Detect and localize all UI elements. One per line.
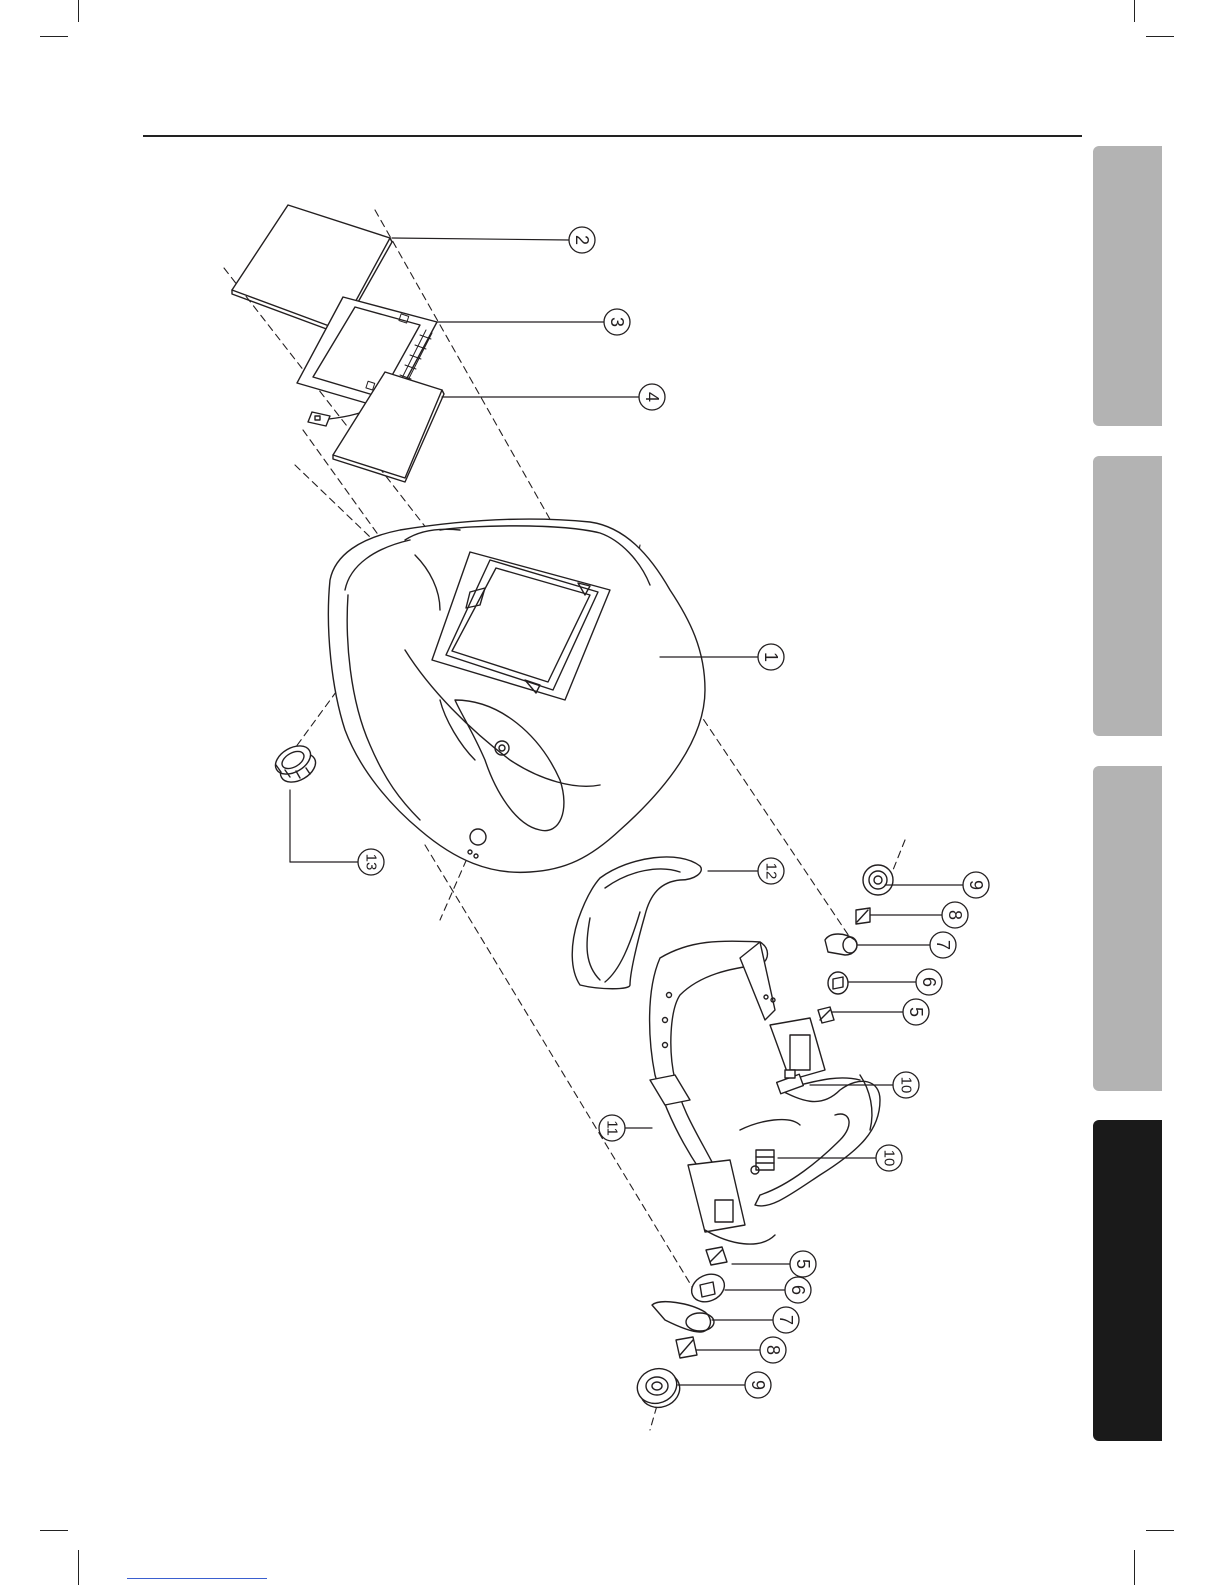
callout-2: 2 <box>572 235 592 245</box>
left-knob-stack <box>632 1247 729 1413</box>
helmet-shell-part <box>328 519 705 872</box>
right-knob-stack <box>818 865 893 1023</box>
callout-4: 4 <box>642 392 662 402</box>
callout-5a: 5 <box>906 1007 926 1017</box>
callout-6a: 6 <box>919 977 939 987</box>
callout-6b: 6 <box>788 1285 808 1295</box>
callout-13: 13 <box>363 854 380 871</box>
callout-11: 11 <box>604 1120 621 1136</box>
callout-8a: 8 <box>945 910 965 920</box>
callout-7b: 7 <box>776 1315 796 1325</box>
callout-8b: 8 <box>763 1345 783 1355</box>
callout-3: 3 <box>607 317 627 327</box>
callout-9a: 9 <box>966 880 986 890</box>
callout-10b: 10 <box>881 1150 898 1167</box>
callout-12: 12 <box>763 863 780 880</box>
knob-part <box>271 740 321 788</box>
callout-5b: 5 <box>793 1259 813 1269</box>
callout-1: 1 <box>761 652 781 662</box>
callout-7a: 7 <box>933 940 953 950</box>
callout-9b: 9 <box>748 1380 768 1390</box>
callout-10a: 10 <box>898 1077 915 1094</box>
